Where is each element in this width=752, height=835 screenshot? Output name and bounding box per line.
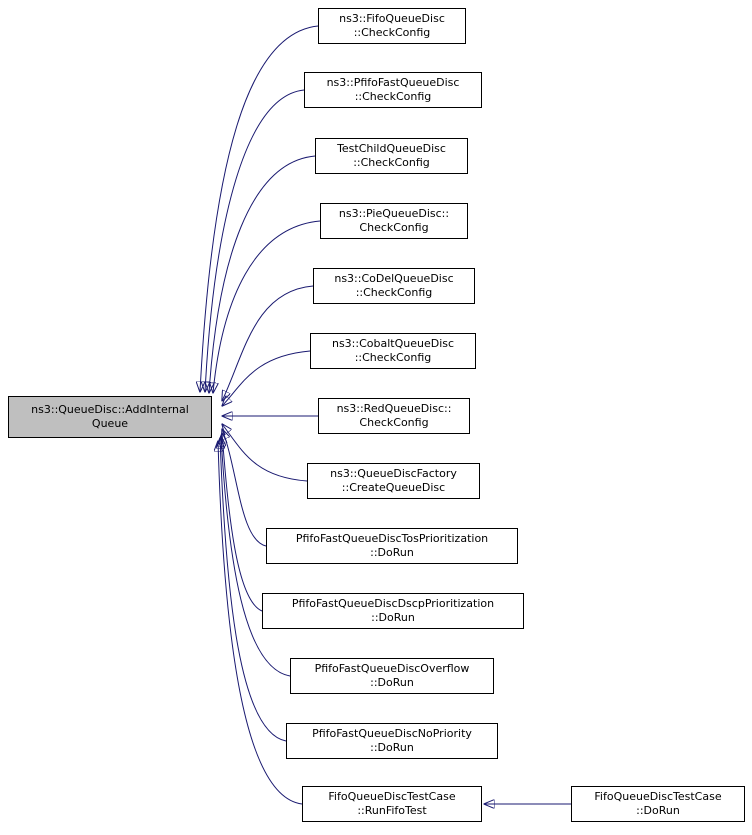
edge-testchildqueuedisc-checkconfig — [209, 155, 316, 393]
node-label: ns3::FifoQueueDisc ::CheckConfig — [339, 12, 445, 39]
node-ns3-piequeuedisc-checkconfig[interactable]: ns3::PieQueueDisc:: CheckConfig — [320, 203, 468, 239]
edge-queuediscfactory-createqueuedisc — [222, 424, 308, 482]
edge-runfifotest — [218, 441, 303, 805]
node-ns3-cobaltqueuedisc-checkconfig[interactable]: ns3::CobaltQueueDisc ::CheckConfig — [310, 333, 476, 369]
node-ns3-pfifofastqueuedisc-checkconfig[interactable]: ns3::PfifoFastQueueDisc ::CheckConfig — [304, 72, 482, 108]
node-ns3-queuedisc-addinternalqueue[interactable]: ns3::QueueDisc::AddInternal Queue — [8, 396, 212, 438]
edge-fifoqueuedisc-checkconfig — [200, 25, 319, 392]
edge-codelqueuedisc-checkconfig — [222, 285, 314, 401]
edge-overflow-dorun — [221, 436, 291, 677]
node-ns3-queuediscfactory-createqueuedisc[interactable]: ns3::QueueDiscFactory ::CreateQueueDisc — [307, 463, 480, 499]
node-label: FifoQueueDiscTestCase ::DoRun — [594, 790, 722, 817]
node-label: PfifoFastQueueDiscNoPriority ::DoRun — [312, 727, 472, 754]
node-label: ns3::PieQueueDisc:: CheckConfig — [338, 207, 450, 234]
node-fifoqueuedisctestcase-dorun[interactable]: FifoQueueDiscTestCase ::DoRun — [571, 786, 745, 822]
edge-pfifofastqueuedisc-checkconfig — [205, 89, 305, 392]
edge-nopriority-dorun — [220, 438, 287, 742]
edge-piequeuedisc-checkconfig — [213, 220, 321, 393]
node-pfifofastqueuediscnopriority-dorun[interactable]: PfifoFastQueueDiscNoPriority ::DoRun — [286, 723, 498, 759]
edge-cobaltqueuedisc-checkconfig — [222, 350, 311, 406]
node-label: ns3::RedQueueDisc:: CheckConfig — [336, 402, 452, 429]
node-pfifofastqueuediscdscpprioritization-dorun[interactable]: PfifoFastQueueDiscDscpPrioritization ::D… — [262, 593, 524, 629]
node-pfifofastqueuediscoverflow-dorun[interactable]: PfifoFastQueueDiscOverflow ::DoRun — [290, 658, 494, 694]
node-label: ns3::CobaltQueueDisc ::CheckConfig — [331, 337, 455, 364]
node-ns3-codelqueuedisc-checkconfig[interactable]: ns3::CoDelQueueDisc ::CheckConfig — [313, 268, 475, 304]
node-ns3-fifoqueuedisc-checkconfig[interactable]: ns3::FifoQueueDisc ::CheckConfig — [318, 8, 466, 44]
node-label: PfifoFastQueueDiscDscpPrioritization ::D… — [291, 597, 495, 624]
node-label: TestChildQueueDisc ::CheckConfig — [337, 142, 446, 169]
edge-dscpprioritization-dorun — [222, 433, 263, 612]
node-label: PfifoFastQueueDiscOverflow ::DoRun — [314, 662, 470, 689]
node-label: FifoQueueDiscTestCase ::RunFifoTest — [328, 790, 456, 817]
node-label: ns3::QueueDisc::AddInternal Queue — [31, 403, 189, 430]
node-testchildqueuedisc-checkconfig[interactable]: TestChildQueueDisc ::CheckConfig — [315, 138, 468, 174]
node-label: ns3::QueueDiscFactory ::CreateQueueDisc — [330, 467, 457, 494]
node-label: ns3::PfifoFastQueueDisc ::CheckConfig — [326, 76, 460, 103]
node-label: ns3::CoDelQueueDisc ::CheckConfig — [334, 272, 454, 299]
node-ns3-redqueuedisc-checkconfig[interactable]: ns3::RedQueueDisc:: CheckConfig — [318, 398, 470, 434]
node-label: PfifoFastQueueDiscTosPrioritization ::Do… — [295, 532, 489, 559]
node-fifoqueuedisctestcase-runfifotest[interactable]: FifoQueueDiscTestCase ::RunFifoTest — [302, 786, 482, 822]
node-pfifofastqueuedisctosprioritization-dorun[interactable]: PfifoFastQueueDiscTosPrioritization ::Do… — [266, 528, 518, 564]
